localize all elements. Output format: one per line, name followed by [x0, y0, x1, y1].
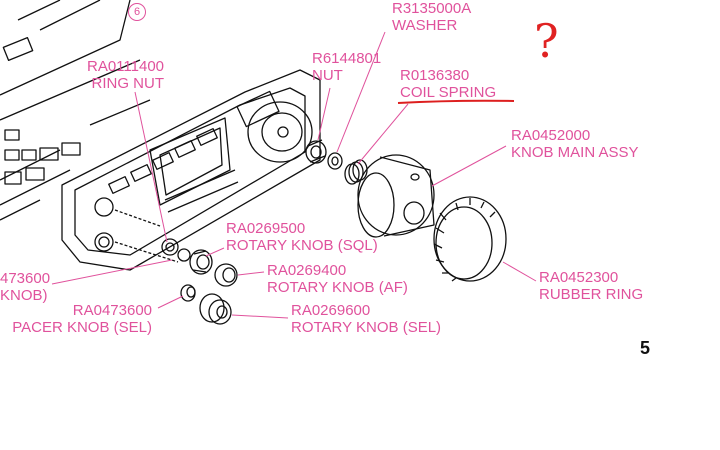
- part-name: PACER KNOB (SEL): [12, 319, 152, 336]
- leader-lines: [51, 31, 537, 319]
- label-spacer-knob-sel: RA0473600 PACER KNOB (SEL): [0, 302, 152, 336]
- part-name: ROTARY KNOB (AF): [267, 279, 408, 296]
- nut-part: [305, 139, 327, 164]
- part-name: KNOB MAIN ASSY: [511, 144, 639, 161]
- part-name: RING NUT: [91, 75, 165, 92]
- part-code: 473600: [0, 270, 51, 287]
- part-code: RA0269500: [226, 220, 306, 237]
- label-rotary-knob-sql: RA0269500 ROTARY KNOB (SQL): [226, 220, 378, 254]
- part-name: NUT: [312, 67, 343, 84]
- ring-nut-part: [161, 238, 179, 256]
- small-washer-part: [177, 248, 191, 262]
- front-panel-body: [61, 69, 321, 271]
- red-underline-annotation: [397, 99, 515, 104]
- rotary-knob-sel-part: [199, 293, 232, 325]
- label-spacer-knob-left: 473600 KNOB): [0, 270, 50, 304]
- spacer-knob-sel-part: [180, 284, 196, 302]
- part-code: R3135000A: [392, 0, 472, 17]
- label-rotary-knob-af: RA0269400 ROTARY KNOB (AF): [267, 262, 408, 296]
- rubber-ring-part: [433, 196, 507, 282]
- part-name: COIL SPRING: [400, 84, 497, 101]
- label-knob-main-assy: RA0452000 KNOB MAIN ASSY: [511, 127, 639, 161]
- background-chassis-panel: [0, 0, 151, 221]
- part-name: RUBBER RING: [539, 286, 644, 303]
- label-rubber-ring: RA0452300 RUBBER RING: [539, 269, 643, 303]
- part-code: R6144801: [312, 50, 382, 67]
- part-code: RA0452000: [511, 127, 591, 144]
- label-washer: R3135000A WASHER: [392, 0, 471, 34]
- part-code: RA0473600: [72, 302, 152, 319]
- question-mark-annotation: ?: [534, 14, 559, 68]
- rotary-knob-sql-part: [189, 249, 213, 275]
- label-coil-spring: R0136380 COIL SPRING: [400, 67, 496, 101]
- washer-part: [327, 152, 343, 170]
- part-code: RA0452300: [539, 269, 619, 286]
- part-code: R0136380: [400, 67, 470, 84]
- knob-main-assy-part: [357, 154, 435, 238]
- page-number: 5: [640, 338, 651, 358]
- rotary-knob-af-part: [214, 263, 238, 287]
- part-code: RA0269400: [267, 262, 347, 279]
- label-ring-nut: RA0111400 RING NUT: [87, 58, 164, 92]
- part-name: WASHER: [392, 17, 458, 34]
- callout-number: 6: [128, 3, 146, 21]
- label-rotary-knob-sel: RA0269600 ROTARY KNOB (SEL): [291, 302, 441, 336]
- part-name: KNOB): [0, 287, 48, 304]
- part-code: RA0111400: [87, 58, 165, 75]
- part-name: ROTARY KNOB (SEL): [291, 319, 442, 336]
- label-nut: R6144801 NUT: [312, 50, 381, 84]
- part-name: ROTARY KNOB (SQL): [226, 237, 378, 254]
- part-code: RA0269600: [291, 302, 371, 319]
